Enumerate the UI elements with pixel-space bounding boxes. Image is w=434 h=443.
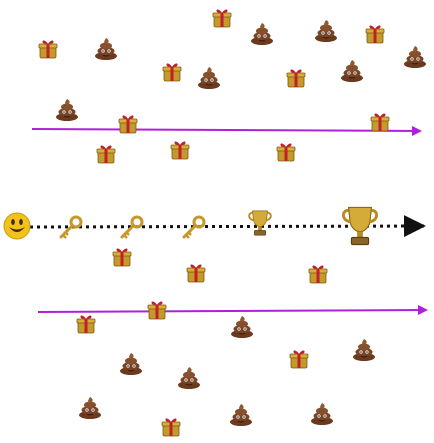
gift-icon	[75, 313, 97, 335]
gift-icon	[37, 38, 59, 60]
smiley-face-icon	[3, 212, 31, 240]
gift-icon	[288, 348, 310, 370]
poop-icon	[339, 57, 365, 83]
gift-icon	[369, 111, 391, 133]
poop-icon	[176, 364, 202, 390]
gift-icon	[169, 139, 191, 161]
poop-icon	[118, 350, 144, 376]
poop-icon	[196, 64, 222, 90]
poop-icon	[249, 20, 275, 46]
gift-icon	[285, 67, 307, 89]
gift-icon	[364, 23, 386, 45]
gift-icon	[275, 141, 297, 163]
gift-icon	[160, 416, 182, 438]
gift-icon	[111, 246, 133, 268]
poop-icon	[309, 400, 335, 426]
poop-icon	[93, 35, 119, 61]
magenta-arrow-bottom	[37, 305, 428, 316]
poop-icon	[77, 394, 103, 420]
gift-icon	[211, 7, 233, 29]
key-icon	[57, 215, 83, 241]
key-icon	[118, 215, 144, 241]
gift-icon	[307, 263, 329, 285]
gift-icon	[95, 143, 117, 165]
trophy-icon	[340, 204, 380, 248]
gift-icon	[117, 113, 139, 135]
poop-icon	[402, 43, 428, 69]
gift-icon	[185, 262, 207, 284]
poop-icon	[351, 336, 377, 362]
gift-icon	[161, 61, 183, 83]
dotted-path-arrow	[29, 215, 426, 238]
magenta-arrow-top	[31, 125, 422, 136]
poop-icon	[54, 96, 80, 122]
key-icon	[180, 215, 206, 241]
poop-icon	[313, 17, 339, 43]
gift-icon	[146, 299, 168, 321]
poop-icon	[229, 313, 255, 339]
trophy-icon	[246, 209, 274, 237]
poop-icon	[228, 401, 254, 427]
